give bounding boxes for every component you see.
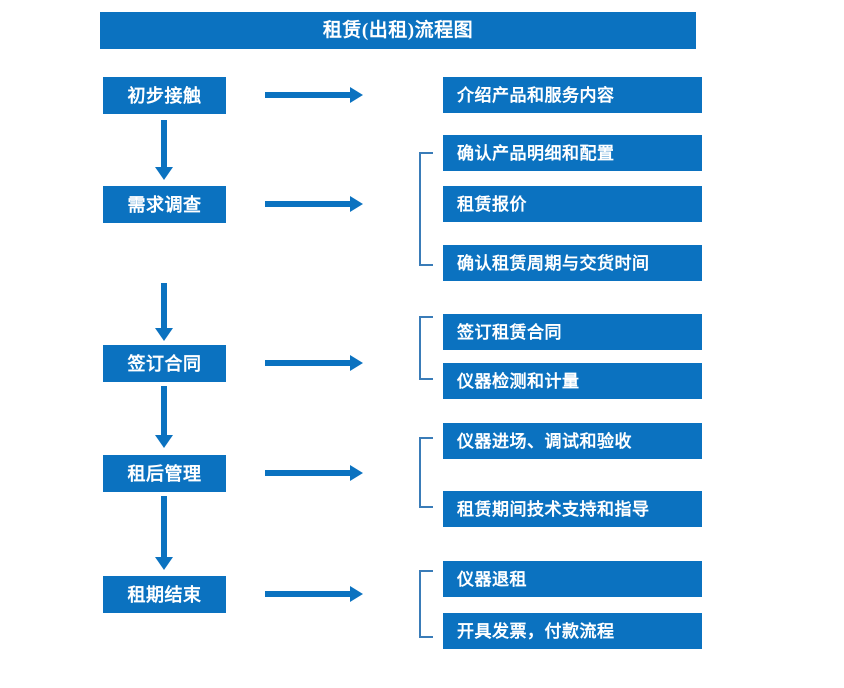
bracket-connector-2 [419,152,433,266]
task-box-1-1[interactable]: 介绍产品和服务内容 [443,77,702,113]
right-arrow-4 [265,465,363,481]
bracket-connector-4 [419,437,433,508]
arrow-head [350,586,363,602]
down-arrow-2 [155,283,173,341]
task-box-2-2[interactable]: 租赁报价 [443,186,702,222]
stage-box-3[interactable]: 签订合同 [103,345,226,382]
arrow-shaft [265,92,351,98]
down-arrow-3 [155,386,173,448]
stage-box-1[interactable]: 初步接触 [103,77,226,114]
right-arrow-1 [265,87,363,103]
arrow-head [155,557,173,570]
stage-box-4[interactable]: 租后管理 [103,455,226,492]
down-arrow-4 [155,496,173,570]
down-arrow-1 [155,120,173,180]
arrow-shaft [161,496,167,557]
arrow-head [350,87,363,103]
arrow-head [155,167,173,180]
page-title: 租赁(出租)流程图 [100,12,696,49]
task-box-3-2[interactable]: 仪器检测和计量 [443,363,702,399]
right-arrow-2 [265,196,363,212]
bracket-connector-5 [419,570,433,638]
arrow-shaft [161,386,167,435]
right-arrow-5 [265,586,363,602]
arrow-shaft [265,591,351,597]
arrow-shaft [265,470,351,476]
bracket-connector-3 [419,316,433,380]
task-box-2-1[interactable]: 确认产品明细和配置 [443,135,702,171]
arrow-shaft [265,201,351,207]
task-box-5-1[interactable]: 仪器退租 [443,561,702,597]
stage-box-2[interactable]: 需求调查 [103,186,226,223]
task-box-4-1[interactable]: 仪器进场、调试和验收 [443,423,702,459]
arrow-head [350,465,363,481]
arrow-head [155,328,173,341]
arrow-shaft [161,120,167,167]
arrow-shaft [265,360,351,366]
task-box-5-2[interactable]: 开具发票，付款流程 [443,613,702,649]
arrow-head [350,196,363,212]
arrow-shaft [161,283,167,328]
task-box-4-2[interactable]: 租赁期间技术支持和指导 [443,491,702,527]
task-box-2-3[interactable]: 确认租赁周期与交货时间 [443,245,702,281]
arrow-head [350,355,363,371]
stage-box-5[interactable]: 租期结束 [103,576,226,613]
arrow-head [155,435,173,448]
task-box-3-1[interactable]: 签订租赁合同 [443,314,702,350]
right-arrow-3 [265,355,363,371]
